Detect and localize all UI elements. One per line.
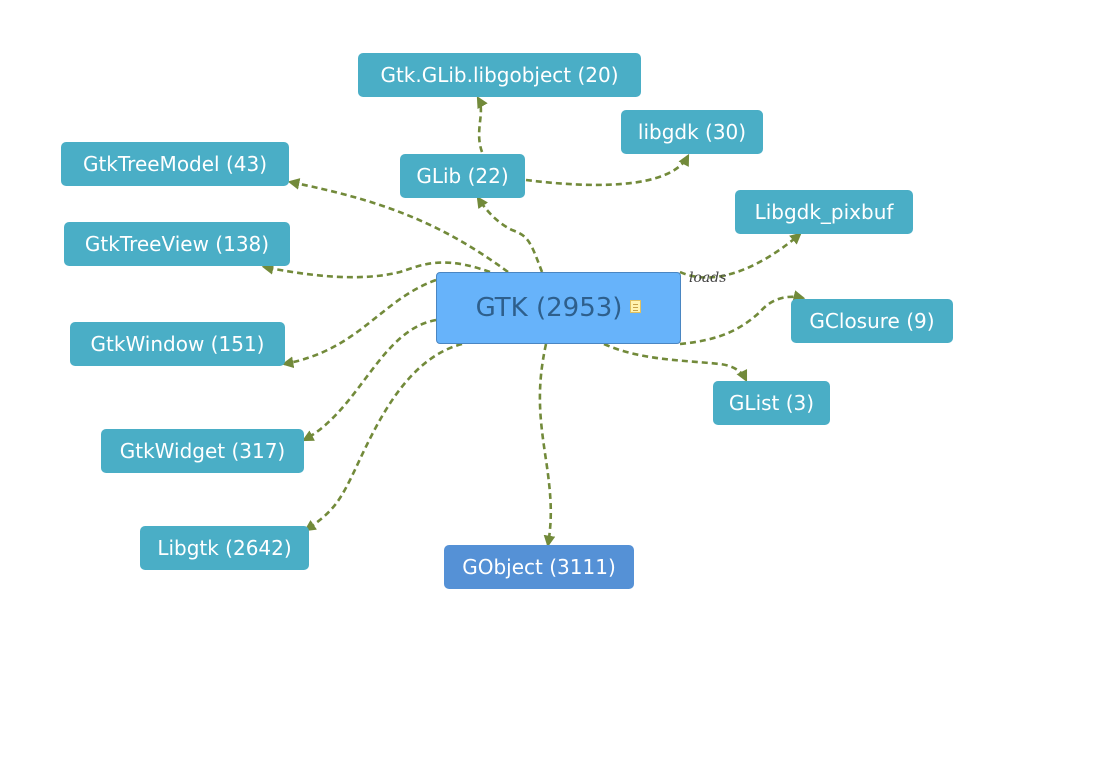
root-label: GTK (2953) — [475, 293, 623, 323]
node-gtkwidget[interactable]: GtkWidget (317) — [101, 429, 304, 473]
document-note-icon[interactable] — [630, 300, 642, 313]
node-gtk-glib-libgobject[interactable]: Gtk.GLib.libgobject (20) — [358, 53, 641, 97]
node-gobject[interactable]: GObject (3111) — [444, 545, 634, 589]
edge-glib-to-glib-libgobject — [476, 95, 488, 153]
node-gtkwindow[interactable]: GtkWindow (151) — [70, 322, 285, 366]
node-gtk-root[interactable]: GTK (2953) — [436, 272, 681, 344]
edge-root-to-glib — [476, 196, 544, 273]
edge-root-to-gtkwidget — [301, 318, 437, 442]
edge-root-to-gobject — [538, 343, 556, 548]
node-gtktreeview[interactable]: GtkTreeView (138) — [64, 222, 290, 266]
node-libgdk[interactable]: libgdk (30) — [621, 110, 763, 154]
node-libgdk-pixbuf[interactable]: Libgdk_pixbuf — [735, 190, 913, 234]
edge-root-to-gclosure — [679, 290, 806, 346]
edge-label-loads: loads — [689, 270, 726, 286]
node-libgtk[interactable]: Libgtk (2642) — [140, 526, 309, 570]
edge-glib-to-libgdk — [525, 153, 690, 187]
edge-root-to-glist — [603, 342, 748, 383]
node-glist[interactable]: GList (3) — [713, 381, 830, 425]
node-gclosure[interactable]: GClosure (9) — [791, 299, 953, 343]
node-glib[interactable]: GLib (22) — [400, 154, 525, 198]
edge-root-to-gtktreemodel — [287, 178, 509, 274]
edge-root-to-gtkwindow — [281, 278, 437, 369]
edge-root-to-libgtk — [304, 342, 463, 532]
edge-root-to-gtktreeview — [261, 261, 491, 279]
edge-root-to-libgdk-pixbuf — [679, 232, 802, 279]
node-gtktreemodel[interactable]: GtkTreeModel (43) — [61, 142, 289, 186]
